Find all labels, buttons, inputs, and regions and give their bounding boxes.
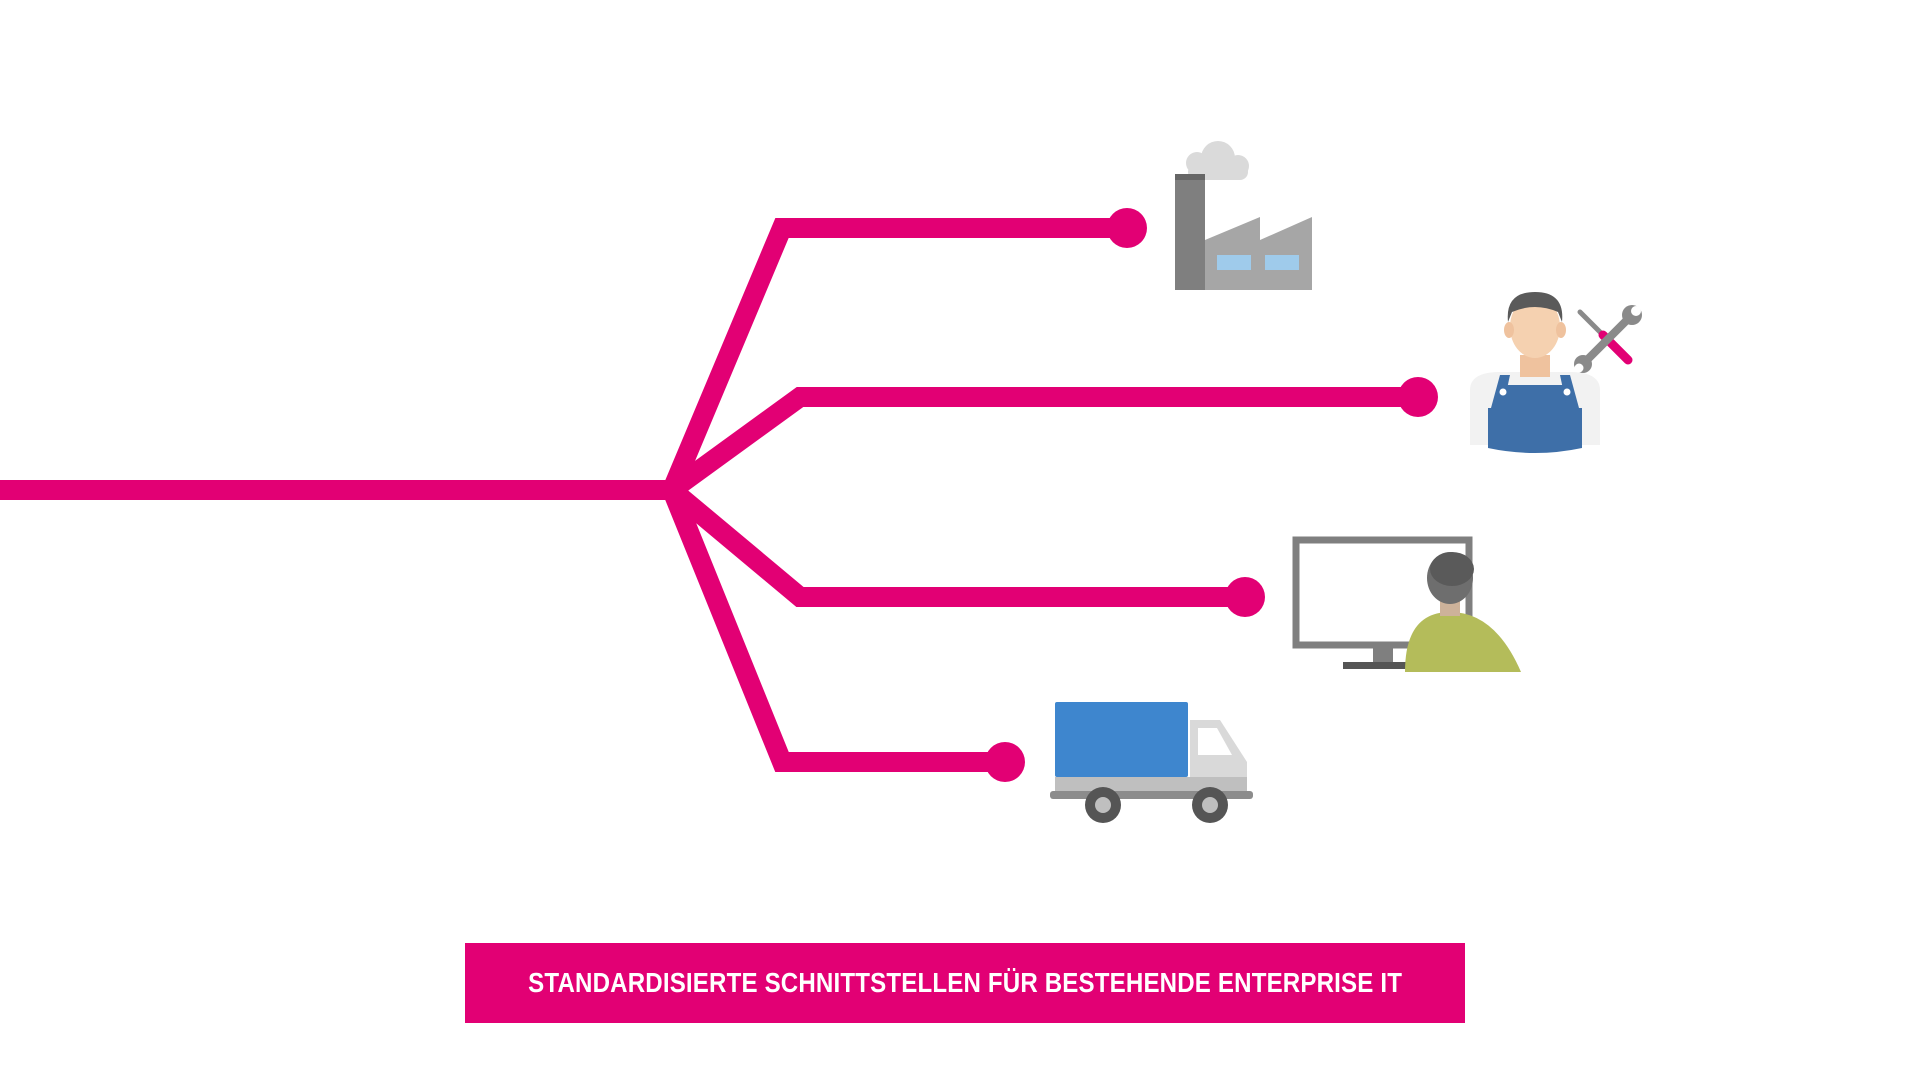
branch-line-factory xyxy=(662,218,1125,494)
office-worker-icon xyxy=(1292,536,1521,672)
caption-text: STANDARDISIERTE SCHNITTSTELLEN FÜR BESTE… xyxy=(528,967,1402,998)
branch-line-truck xyxy=(662,486,1005,772)
connector-network xyxy=(0,218,1418,772)
caption-banner: STANDARDISIERTE SCHNITTSTELLEN FÜR BESTE… xyxy=(465,943,1465,1023)
endpoint-dot-mechanic xyxy=(1398,377,1438,417)
mechanic-icon xyxy=(1470,292,1642,453)
factory-icon xyxy=(1175,141,1312,290)
endpoint-dot-truck xyxy=(985,742,1025,782)
branch-line-office-worker xyxy=(665,482,1245,607)
endpoint-dot-factory xyxy=(1107,208,1147,248)
branch-line-mechanic xyxy=(666,387,1418,499)
endpoint-dot-office-worker xyxy=(1225,577,1265,617)
endpoint-dots xyxy=(985,208,1438,782)
truck-icon xyxy=(1050,702,1253,823)
caption-banner-bg xyxy=(465,943,1465,1023)
